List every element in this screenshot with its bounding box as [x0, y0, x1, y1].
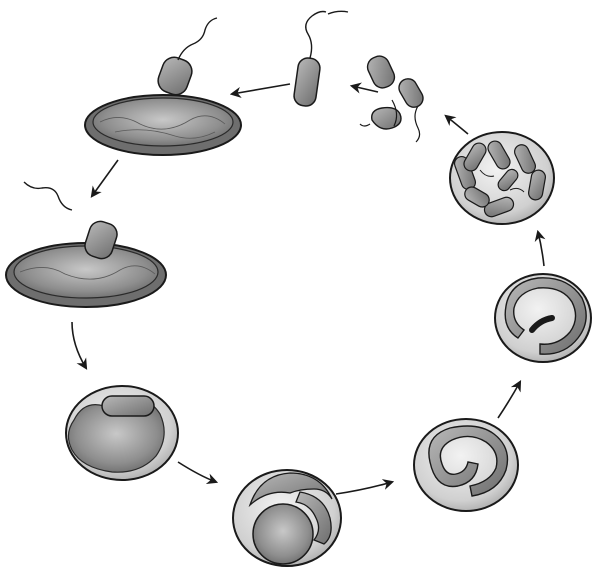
stage-attachment-to-prey-cell: [6, 182, 166, 307]
arrow-penetrate-to-inside: [178, 462, 216, 482]
stage-penetration-of-prey-cell: [66, 386, 178, 480]
arrow-coil-to-septation: [538, 232, 544, 266]
arrow-attach-to-penetrate: [72, 322, 86, 368]
stage-filament-septation: [450, 132, 554, 224]
arrow-growth-to-coil: [498, 382, 520, 418]
stage-progeny-release: [360, 53, 426, 142]
arrow-inside-to-growth: [336, 482, 392, 494]
stage-elongated-coiled-filament: [495, 274, 591, 362]
stage-free-swimming-flagellated-cell: [85, 18, 241, 155]
arrow-progeny-to-attach: [232, 84, 290, 94]
arrow-disc-to-attach: [92, 160, 118, 196]
arrow-septation-to-release: [446, 116, 468, 134]
stage-flagellated-progeny: [293, 11, 348, 107]
stage-cell-inside-prey: [233, 470, 341, 566]
arrow-release-to-progeny: [352, 86, 378, 92]
stage-filamentous-growth: [414, 419, 518, 511]
